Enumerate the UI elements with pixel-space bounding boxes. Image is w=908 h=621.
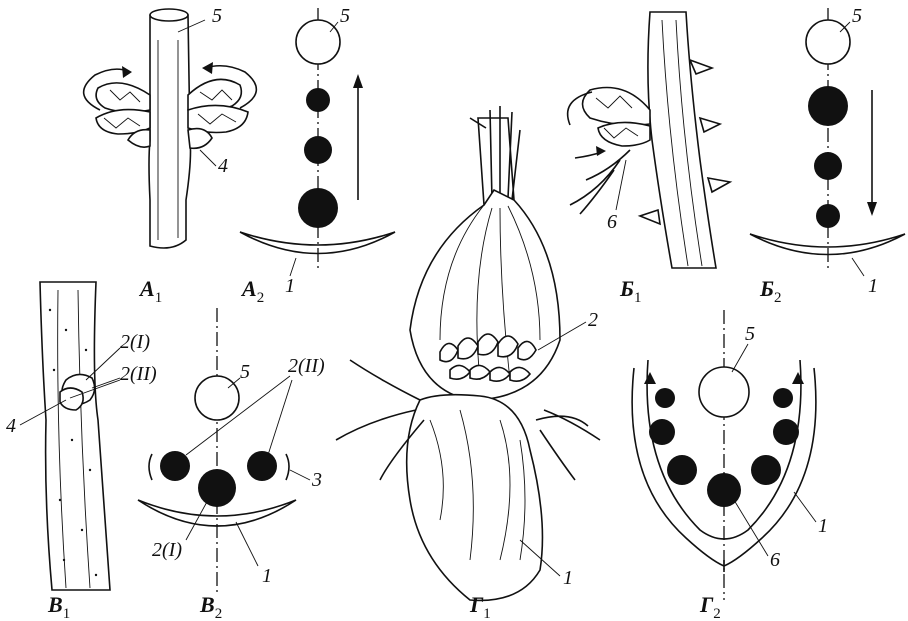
panel-a1-caption: A1	[138, 276, 162, 306]
v1-label-2ii: 2(II)	[120, 363, 157, 385]
b2-label-1: 1	[868, 275, 878, 297]
panel-a2-caption: A2	[240, 276, 264, 306]
a2-bud-large	[298, 188, 338, 228]
a2-label-1: 1	[285, 275, 295, 297]
panel-v2-caption: В2	[199, 592, 222, 621]
v2-bud-center	[198, 469, 236, 507]
panel-g1-drawing	[336, 106, 600, 600]
panel-b1-drawing	[568, 12, 730, 268]
g1-label-1: 1	[563, 567, 573, 589]
a1-label-5: 5	[212, 5, 222, 27]
b2-bud-small	[816, 204, 840, 228]
a2-axis-circle	[296, 20, 340, 64]
a2-bud-small	[306, 88, 330, 112]
panel-b2-diagram	[750, 8, 905, 272]
b2-label-5: 5	[852, 5, 862, 27]
b2-axis-circle	[806, 20, 850, 64]
a1-label-4: 4	[218, 155, 228, 177]
g2-axis-circle	[699, 367, 749, 417]
panel-b2-caption: Б2	[759, 276, 781, 306]
v1-label-4: 4	[6, 415, 16, 437]
b2-bud-large	[808, 86, 848, 126]
v2-axis-circle	[195, 376, 239, 420]
panel-v1-drawing	[40, 282, 110, 590]
panel-v1-caption: В1	[47, 592, 70, 621]
v2-label-2ii: 2(II)	[288, 355, 325, 377]
bud-cluster-right	[188, 79, 248, 148]
b2-bud-medium	[814, 152, 842, 180]
a2-label-5: 5	[340, 5, 350, 27]
panel-g2-diagram	[632, 310, 816, 600]
panel-a2-diagram	[240, 8, 395, 272]
a2-bud-medium	[304, 136, 332, 164]
panel-g2-caption: Г2	[699, 592, 721, 621]
v1-label-2i: 2(I)	[120, 331, 150, 353]
v2-label-1: 1	[262, 565, 272, 587]
v2-label-2i: 2(I)	[152, 539, 182, 561]
bud-cluster-b1	[568, 88, 650, 215]
panel-b1-caption: Б1	[619, 276, 641, 306]
v2-label-3: 3	[311, 469, 322, 491]
g2-label-6: 6	[770, 549, 780, 571]
g1-label-2: 2	[588, 309, 598, 331]
panel-a1-drawing	[84, 9, 257, 248]
g2-label-1: 1	[818, 515, 828, 537]
g2-label-5: 5	[745, 323, 755, 345]
v2-bud-left	[160, 451, 190, 481]
b1-label-6: 6	[607, 211, 617, 233]
v2-bud-right	[247, 451, 277, 481]
v2-label-5: 5	[240, 361, 250, 383]
bud-cluster-left	[96, 83, 150, 147]
